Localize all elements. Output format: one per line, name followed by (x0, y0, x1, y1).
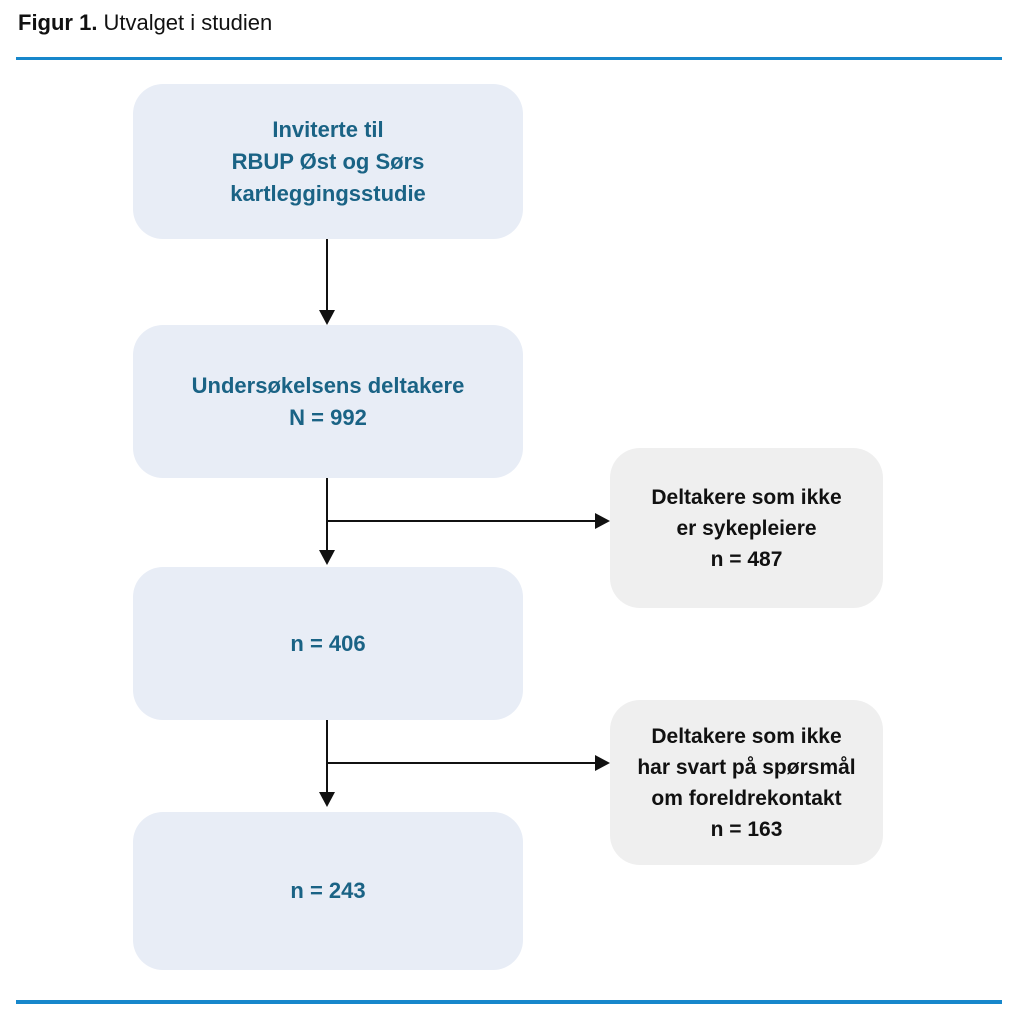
exclusion-box-text-line: Deltakere som ikke (651, 724, 842, 748)
flow-box-text-line: kartleggingsstudie (230, 180, 426, 206)
exclusion-box-text-line: om foreldrekontakt (651, 786, 842, 810)
exclusion-box-text-line: Deltakere som ikke (651, 485, 842, 509)
exclusion-box-text-line: n = 163 (710, 817, 783, 841)
connector-participants-to-n406 (326, 478, 328, 551)
figure-title: Utvalget i studien (103, 10, 273, 35)
connector-invited-to-participants (326, 239, 328, 311)
connector-n406-to-n243 (326, 720, 328, 793)
down-arrow-icon (319, 310, 335, 325)
exclusion-box-text-line: n = 487 (710, 547, 783, 571)
flow-box-invited: Inviterte til RBUP Øst og Sørs kartleggi… (133, 84, 523, 239)
flow-box-n243: n = 243 (133, 812, 523, 970)
right-arrow-icon (595, 755, 610, 771)
down-arrow-icon (319, 792, 335, 807)
bottom-divider (16, 1000, 1002, 1004)
flow-box-text-line: n = 406 (290, 630, 366, 656)
connector-branch-no-parent-contact (327, 762, 595, 764)
connector-branch-not-nurses (327, 520, 595, 522)
exclusion-box-not-nurses: Deltakere som ikke er sykepleiere n = 48… (610, 448, 883, 608)
exclusion-box-text-line: har svart på spørsmål (637, 755, 856, 779)
exclusion-box-no-parent-contact: Deltakere som ikke har svart på spørsmål… (610, 700, 883, 865)
flow-box-text-line: N = 992 (289, 404, 367, 430)
right-arrow-icon (595, 513, 610, 529)
flow-box-text-line: Inviterte til (272, 116, 384, 142)
down-arrow-icon (319, 550, 335, 565)
exclusion-box-text-line: er sykepleiere (676, 516, 817, 540)
top-divider (16, 57, 1002, 60)
figure-caption: Figur 1.Utvalget i studien (18, 8, 272, 38)
flow-box-n406: n = 406 (133, 567, 523, 720)
flow-box-text-line: Undersøkelsens deltakere (191, 372, 465, 398)
flow-box-text-line: RBUP Øst og Sørs (231, 148, 425, 174)
flow-box-text-line: n = 243 (290, 878, 366, 903)
figure-label: Figur 1. (18, 10, 98, 35)
flow-box-participants: Undersøkelsens deltakere N = 992 (133, 325, 523, 478)
